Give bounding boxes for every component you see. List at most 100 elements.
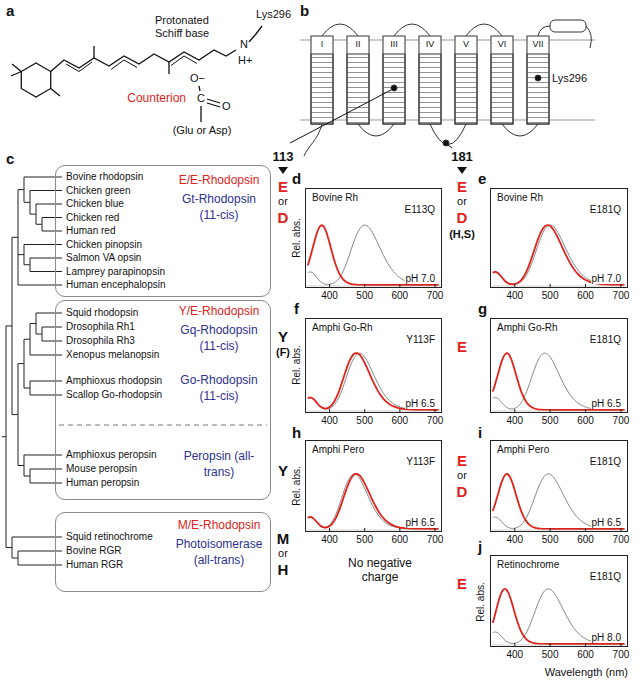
species-name: Bovine rhodopsin	[66, 171, 143, 183]
drawing-stroke	[308, 225, 439, 285]
drawing-stroke	[502, 124, 538, 136]
group-heading: Gq-Rhodopsin (11-cis)	[172, 323, 266, 354]
ph-value: pH 6.5	[591, 517, 622, 529]
drawing-stroke	[171, 56, 197, 66]
species-name: Chicken blue	[66, 198, 124, 210]
drawing-stroke	[493, 589, 625, 644]
tick-label: 700	[613, 534, 630, 546]
drawing-stroke	[527, 54, 549, 124]
drawing-stroke	[30, 483, 62, 484]
tick-label: 700	[613, 649, 630, 661]
spectrum-plot: RetinochromeE181QpH 8.0	[490, 555, 628, 647]
tick-label: 500	[356, 415, 373, 427]
drawing-stroke	[419, 36, 441, 124]
plot-title: Amphi Go-Rh	[496, 322, 559, 334]
pointer-triangle	[278, 167, 288, 174]
drawing-stroke	[51, 89, 60, 97]
mutant-name: Y113F	[405, 456, 436, 468]
plot-title: Amphi Pero	[311, 444, 365, 456]
drawing-stroke	[200, 106, 201, 122]
species-name: Human encephalopsin	[66, 279, 166, 291]
tick-label: 400	[321, 290, 338, 302]
spectrum-plot: Bovine RhE113QpH 7.0	[305, 188, 442, 288]
residue-letter: D	[457, 483, 468, 500]
label: O	[222, 100, 231, 113]
drawing-stroke	[308, 474, 439, 529]
drawing-stroke	[586, 26, 591, 48]
spectrum-plot: Amphi PeroY113FpH 6.5	[305, 440, 442, 532]
drawing-stroke	[493, 589, 625, 644]
species-name: Lamprey parapinopsin	[66, 266, 165, 278]
drawing-stroke	[300, 120, 595, 121]
drawing-stroke	[12, 414, 18, 415]
species-name: Drosophila Rh1	[66, 321, 135, 333]
group-heading: E/E-Rhodopsin	[172, 174, 266, 188]
drawing-stroke	[21, 63, 50, 97]
ph-value: pH 7.0	[591, 273, 622, 285]
axis-title: Rel. abs.	[291, 466, 303, 505]
drawing-stroke	[11, 72, 21, 77]
label: No negative charge	[340, 556, 420, 585]
drawing-stroke	[30, 355, 62, 356]
drawing-stroke	[24, 339, 30, 340]
drawing-stroke	[300, 40, 595, 41]
label: or	[278, 547, 288, 560]
rhodopsin-topology	[290, 20, 595, 156]
mutant-name: E181Q	[589, 334, 622, 346]
tree-and-spectra	[2, 167, 626, 647]
drawing-stroke	[455, 54, 477, 124]
drawing-stroke	[30, 395, 62, 396]
drawing-stroke	[42, 327, 62, 328]
drawing-stroke	[24, 476, 30, 477]
drawing-stroke	[290, 90, 391, 143]
drawing-stroke	[550, 20, 586, 32]
drawing-stroke	[492, 645, 626, 646]
drawing-stroke	[30, 323, 36, 324]
label: Lys296	[256, 8, 291, 21]
panel-letter: d	[292, 170, 301, 187]
species-name: Chicken red	[66, 212, 119, 224]
drawing-stroke	[18, 363, 24, 364]
drawing-stroke	[538, 26, 550, 36]
tick-label: 500	[356, 534, 373, 546]
drawing-stroke	[42, 231, 62, 232]
residue-letter: E	[457, 178, 467, 195]
drawing-stroke	[491, 54, 513, 124]
drawing-stroke	[419, 54, 441, 124]
mutant-name: Y113F	[405, 334, 436, 346]
spectrum-plot: Amphi PeroE181QpH 6.5	[490, 440, 628, 532]
residue-letter: (F)	[276, 346, 290, 359]
tick-label: 500	[542, 290, 559, 302]
spectrum-curves	[307, 474, 440, 532]
pointer-triangle	[457, 167, 467, 174]
label: N	[240, 38, 248, 51]
phylogenetic-tree	[2, 177, 62, 565]
label: Counterion	[127, 92, 186, 106]
drawing-stroke	[493, 225, 625, 285]
dashed-separator	[59, 425, 267, 426]
drawing-stroke	[207, 99, 220, 103]
residue-letter: E	[457, 338, 467, 355]
residue-letter: (H,S)	[449, 228, 475, 241]
tick-label: 500	[542, 649, 559, 661]
mutant-name: E181Q	[589, 571, 622, 583]
drawing-stroke	[12, 558, 18, 559]
spectrum-curves	[492, 225, 626, 288]
drawing-stroke	[6, 547, 12, 548]
axis-title: Rel. abs.	[475, 582, 487, 621]
drawing-stroke	[492, 530, 626, 531]
residue-number: 181	[451, 150, 473, 165]
drawing-stroke	[24, 202, 30, 203]
drawing-stroke	[391, 85, 397, 91]
group-heading: Go-Rhodopsin (11-cis)	[172, 373, 266, 404]
drawing-stroke	[36, 224, 42, 225]
helix-number: III	[389, 39, 399, 49]
residue-letter: M	[277, 530, 290, 547]
drawing-stroke	[24, 66, 35, 73]
panel-letter: j	[478, 538, 482, 555]
drawing-stroke	[493, 353, 625, 410]
tick-label: 700	[427, 415, 444, 427]
drawing-stroke	[51, 50, 236, 72]
panel-letter: a	[6, 2, 14, 19]
spectrum-curves	[492, 474, 626, 532]
